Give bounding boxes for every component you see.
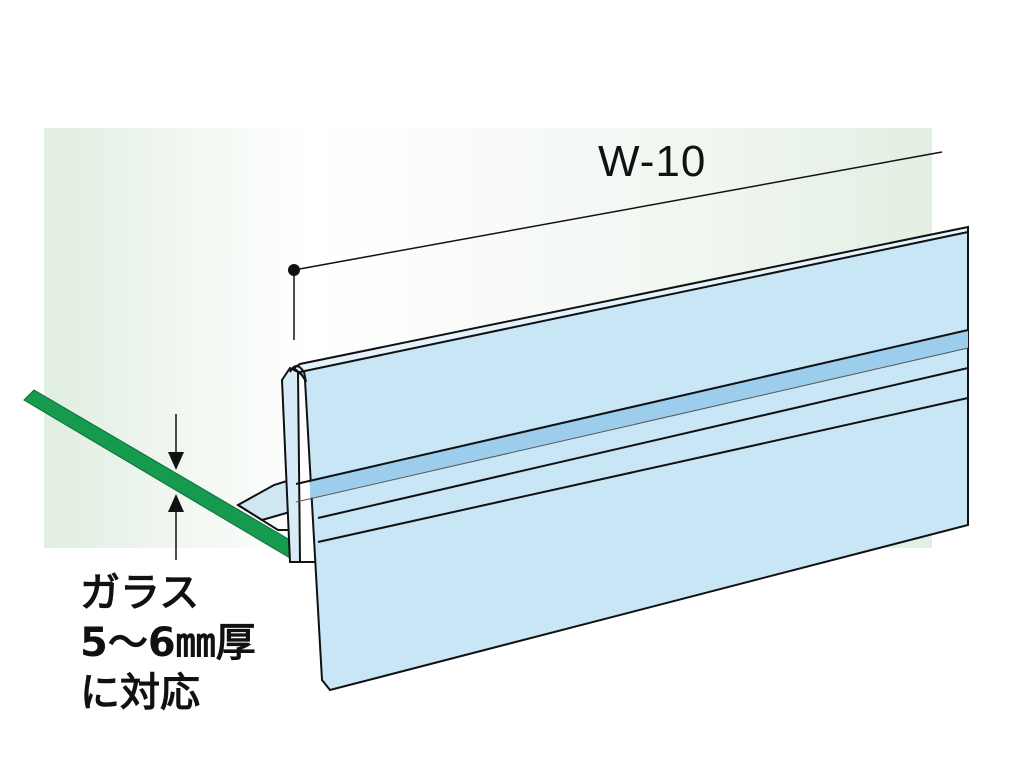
rail-groove-line-1 (295, 329, 969, 485)
rail-front-curl (289, 365, 307, 383)
rail-groove-line-3 (317, 367, 969, 519)
rail-groove-line-4 (317, 397, 969, 543)
glass-note-line-2: 5～6㎜厚 (80, 620, 256, 666)
rail-back-wall (280, 366, 302, 563)
glass-note-line-1: ガラス (80, 570, 200, 616)
dimension-dot (288, 264, 300, 276)
thickness-arrow-up (168, 494, 184, 512)
dimension-line-length (293, 151, 943, 271)
rail-channel-base (237, 504, 290, 531)
glass-thickness-note: ガラス 5～6㎜厚 に対応 (80, 568, 256, 718)
rail-inner-stripe (310, 330, 968, 498)
glass-note-line-3: に対応 (80, 670, 200, 716)
model-label: W-10 (598, 137, 707, 186)
thickness-arrow-down (168, 452, 184, 470)
rail-groove-line-2 (295, 347, 969, 503)
